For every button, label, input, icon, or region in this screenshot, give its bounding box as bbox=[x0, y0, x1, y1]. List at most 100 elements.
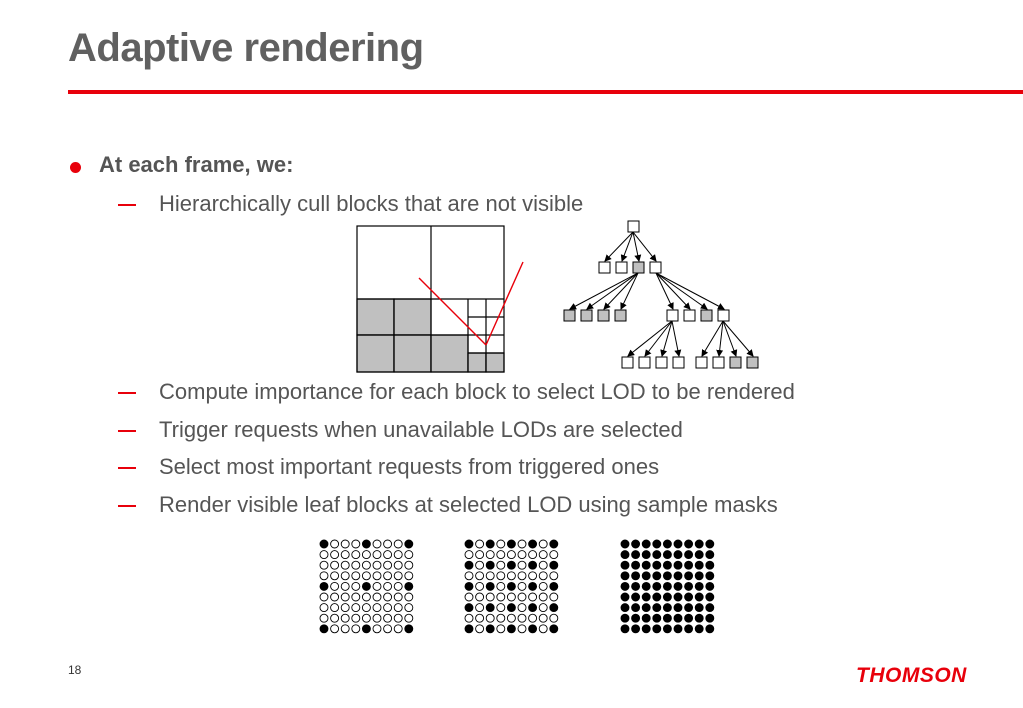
sample-dot-filled bbox=[506, 539, 516, 549]
sample-dot-empty bbox=[464, 571, 474, 581]
sample-dot-empty bbox=[372, 550, 382, 560]
sample-dot-filled bbox=[631, 624, 641, 634]
sample-dot-filled bbox=[684, 603, 694, 613]
sample-dot-filled bbox=[662, 592, 672, 602]
sample-dot-filled bbox=[694, 550, 704, 560]
sample-dot-empty bbox=[496, 571, 506, 581]
sub-bullet-1: Hierarchically cull blocks that are not … bbox=[159, 191, 584, 216]
sample-dot-empty bbox=[340, 539, 350, 549]
sample-dot-empty bbox=[330, 603, 340, 613]
sample-dot-empty bbox=[340, 613, 350, 623]
sample-dot-filled bbox=[641, 603, 651, 613]
sample-dot-filled bbox=[528, 603, 538, 613]
sample-dot-filled bbox=[641, 613, 651, 623]
sample-dot-filled bbox=[662, 550, 672, 560]
sample-dot-filled bbox=[549, 624, 559, 634]
sample-dot-empty bbox=[393, 624, 403, 634]
sample-dot-filled bbox=[631, 560, 641, 570]
sample-dot-empty bbox=[475, 603, 485, 613]
sample-dot-empty bbox=[383, 603, 393, 613]
sample-dot-empty bbox=[475, 613, 485, 623]
sample-dot-empty bbox=[351, 571, 361, 581]
sample-dot-empty bbox=[538, 539, 548, 549]
sample-dot-filled bbox=[641, 550, 651, 560]
sample-dot-filled bbox=[662, 539, 672, 549]
sample-dot-filled bbox=[684, 571, 694, 581]
sample-dot-filled bbox=[652, 624, 662, 634]
sample-dot-filled bbox=[652, 571, 662, 581]
sample-dot-filled bbox=[662, 603, 672, 613]
sample-dot-filled bbox=[705, 592, 715, 602]
sample-dot-filled bbox=[705, 603, 715, 613]
sample-dot-empty bbox=[393, 581, 403, 591]
sample-dot-empty bbox=[404, 571, 414, 581]
sample-dot-empty bbox=[319, 560, 329, 570]
sample-dot-filled bbox=[464, 603, 474, 613]
sample-dot-empty bbox=[404, 613, 414, 623]
sample-dot-filled bbox=[485, 581, 495, 591]
sample-dot-filled bbox=[694, 560, 704, 570]
sample-dot-filled bbox=[662, 560, 672, 570]
sample-dot-empty bbox=[393, 550, 403, 560]
sample-dot-filled bbox=[549, 560, 559, 570]
sub-bullet-4: Select most important requests from trig… bbox=[159, 454, 660, 479]
sample-dot-empty bbox=[528, 592, 538, 602]
sample-dot-filled bbox=[641, 624, 651, 634]
sample-dot-filled bbox=[641, 539, 651, 549]
sample-dot-filled bbox=[694, 624, 704, 634]
sample-dot-filled bbox=[631, 550, 641, 560]
sample-dot-filled bbox=[652, 539, 662, 549]
sample-dot-empty bbox=[340, 603, 350, 613]
sample-dot-filled bbox=[662, 613, 672, 623]
slide-title: Adaptive rendering bbox=[68, 26, 424, 70]
sample-dot-empty bbox=[538, 581, 548, 591]
sample-dot-empty bbox=[496, 550, 506, 560]
sample-dot-empty bbox=[464, 592, 474, 602]
sample-dot-filled bbox=[631, 613, 641, 623]
sample-dot-filled bbox=[673, 571, 683, 581]
dash-icon bbox=[118, 204, 136, 206]
sample-dot-empty bbox=[496, 581, 506, 591]
sample-dot-filled bbox=[631, 571, 641, 581]
bullet-dot-icon bbox=[70, 162, 81, 173]
sample-dot-filled bbox=[528, 539, 538, 549]
sample-dot-empty bbox=[475, 624, 485, 634]
sample-dot-filled bbox=[673, 603, 683, 613]
sample-dot-empty bbox=[383, 571, 393, 581]
sample-dot-empty bbox=[383, 624, 393, 634]
sample-dot-empty bbox=[496, 539, 506, 549]
sample-dot-empty bbox=[393, 613, 403, 623]
visibility-tree bbox=[563, 220, 759, 369]
sample-dot-empty bbox=[340, 624, 350, 634]
sample-dot-empty bbox=[496, 613, 506, 623]
sample-dot-filled bbox=[485, 560, 495, 570]
sample-dot-empty bbox=[517, 539, 527, 549]
sample-dot-empty bbox=[464, 550, 474, 560]
sample-dot-empty bbox=[475, 571, 485, 581]
sample-dot-filled bbox=[404, 624, 414, 634]
dash-icon bbox=[118, 505, 136, 507]
sample-dot-empty bbox=[330, 613, 340, 623]
sample-dot-filled bbox=[631, 603, 641, 613]
sample-dot-filled bbox=[705, 624, 715, 634]
thomson-logo: THOMSON bbox=[856, 664, 967, 687]
sample-dot-empty bbox=[496, 624, 506, 634]
sample-dot-empty bbox=[393, 592, 403, 602]
sample-dot-empty bbox=[538, 624, 548, 634]
sample-dot-filled bbox=[620, 603, 630, 613]
quadtree-grid bbox=[356, 225, 505, 373]
dash-icon bbox=[118, 467, 136, 469]
sample-dot-empty bbox=[485, 613, 495, 623]
sample-dot-filled bbox=[506, 581, 516, 591]
sample-dot-filled bbox=[684, 613, 694, 623]
sample-dot-filled bbox=[620, 571, 630, 581]
sample-dot-empty bbox=[517, 592, 527, 602]
sample-dot-empty bbox=[538, 592, 548, 602]
sample-dot-filled bbox=[694, 603, 704, 613]
sample-dot-filled bbox=[694, 592, 704, 602]
sample-dot-filled bbox=[673, 539, 683, 549]
sample-dot-filled bbox=[684, 624, 694, 634]
sample-dot-filled bbox=[620, 560, 630, 570]
sample-dot-filled bbox=[662, 581, 672, 591]
sample-dot-empty bbox=[361, 550, 371, 560]
